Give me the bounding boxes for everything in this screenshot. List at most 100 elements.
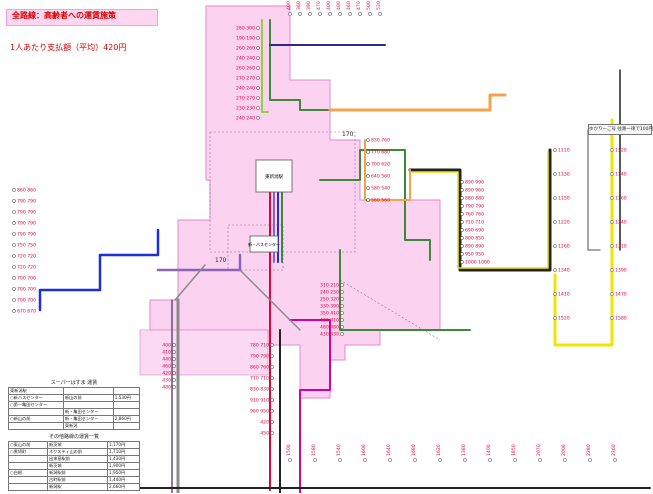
stop-marker: [270, 343, 273, 346]
fare-table-cell: 出来島駅前: [47, 456, 107, 463]
stop-marker: [340, 290, 343, 293]
stop-marker: [340, 318, 343, 321]
stop-fare-label: 890 890: [465, 244, 484, 250]
stop-fare-label: 710 710: [465, 220, 484, 226]
stop-marker: [553, 172, 556, 175]
stop-marker: [256, 86, 259, 89]
fare-table-cell: ○黒埼町: [9, 449, 48, 456]
stop-fare-label: 1540: [336, 444, 342, 456]
fare-table-cell: 1,710円: [108, 449, 140, 456]
stop-fare-label: 240 240: [236, 86, 255, 92]
stop-marker: [553, 244, 556, 247]
stop-marker: [256, 96, 259, 99]
stop-marker: [298, 12, 301, 15]
stop-fare-label: 2000: [561, 444, 567, 456]
stop-marker: [318, 12, 321, 15]
stop-fare-label: 640 560: [371, 174, 390, 180]
stop-marker: [256, 76, 259, 79]
stop-fare-label: 1470: [615, 292, 627, 298]
stop-marker: [270, 431, 273, 434]
fare-table-row: 新・亀田センター: [9, 409, 140, 416]
stop-fare-label: 560 560: [371, 198, 390, 204]
stop-fare-label: 310 210: [320, 283, 339, 289]
stop-fare-label: 470: [316, 1, 322, 10]
route-far-east-gray: [588, 130, 600, 250]
stop-fare-label: 1310: [615, 244, 627, 250]
stop-marker: [438, 458, 441, 461]
stop-marker: [12, 210, 15, 213]
stop-marker: [270, 420, 273, 423]
stop-marker: [12, 298, 15, 301]
stop-fare-label: 960 950: [250, 409, 269, 415]
stop-fare-label: 260 260: [236, 46, 255, 52]
stop-fare-label: 1000 1000: [465, 260, 490, 266]
stop-fare-label: 710 710: [250, 376, 269, 382]
fare-table-cell: 1,440円: [108, 477, 140, 484]
stop-marker: [12, 243, 15, 246]
stop-marker: [378, 12, 381, 15]
stop-marker: [588, 458, 591, 461]
stop-marker: [610, 316, 613, 319]
stop-marker: [12, 254, 15, 257]
fare-table-cell: 1,170円: [108, 442, 140, 449]
stop-fare-label: 230 230: [236, 106, 255, 112]
fare-table-cell: 東新潟: [63, 423, 113, 430]
stop-fare-label: 400: [162, 343, 171, 349]
fare-table-row: 東新潟: [9, 423, 140, 430]
stop-fare-label: 1160: [615, 196, 627, 202]
fare-table-cell: 新茨城: [47, 463, 107, 470]
zone-number-left: 170: [215, 257, 227, 264]
fare-table-cell: [113, 402, 139, 409]
stop-marker: [358, 12, 361, 15]
fare-table-cell: [9, 477, 48, 484]
stop-marker: [460, 244, 463, 247]
fare-zone: [140, 6, 440, 398]
stop-marker: [340, 283, 343, 286]
stop-marker: [340, 325, 343, 328]
stop-fare-label: 700 700: [17, 287, 36, 293]
stop-fare-label: 2360: [611, 444, 617, 456]
stop-marker: [172, 357, 175, 360]
fare-table-cell: 1,430円: [108, 456, 140, 463]
stop-fare-label: 400: [286, 1, 292, 10]
stop-marker: [12, 309, 15, 312]
stop-fare-label: 1120: [615, 148, 627, 154]
fare-table-cell: [113, 409, 139, 416]
stop-fare-label: 420: [162, 371, 171, 377]
stop-fare-label: 430: [162, 378, 171, 384]
fare-table-cell: 2,860円: [113, 416, 139, 423]
stop-fare-label: 500: [366, 1, 372, 10]
stop-fare-label: 1150: [558, 196, 570, 202]
fare-table-cell: 東新潟駅: [9, 388, 64, 395]
stop-fare-label: 890 960: [465, 188, 484, 194]
stop-fare-label: 890 990: [465, 180, 484, 186]
fare-table-cell: ○白根: [9, 470, 48, 477]
stop-marker: [610, 172, 613, 175]
stop-marker: [563, 458, 566, 461]
stop-marker: [553, 292, 556, 295]
stop-marker: [366, 198, 369, 201]
stop-marker: [308, 12, 311, 15]
stop-marker: [553, 268, 556, 271]
stop-fare-label: 240 240: [236, 116, 255, 122]
stop-marker: [460, 188, 463, 191]
stop-fare-label: 580 540: [371, 186, 390, 192]
fare-table-cell: 1,900円: [108, 463, 140, 470]
stop-marker: [460, 252, 463, 255]
fare-table-cell: 新・亀田センター: [63, 416, 113, 423]
stop-marker: [460, 180, 463, 183]
stop-fare-label: 460: [162, 364, 171, 370]
fare-table-row: ○白根新潟駅前1,950円: [9, 470, 140, 477]
fare-table-row: 東新潟駅: [9, 388, 140, 395]
stop-marker: [368, 12, 371, 15]
stop-marker: [270, 376, 273, 379]
stop-fare-label: 250 320: [320, 297, 339, 303]
stop-fare-label: 400: [326, 1, 332, 10]
stop-marker: [256, 36, 259, 39]
stop-marker: [463, 458, 466, 461]
stop-fare-label: 780 710: [250, 343, 269, 349]
stop-fare-label: 1240: [615, 220, 627, 226]
stop-marker: [270, 409, 273, 412]
